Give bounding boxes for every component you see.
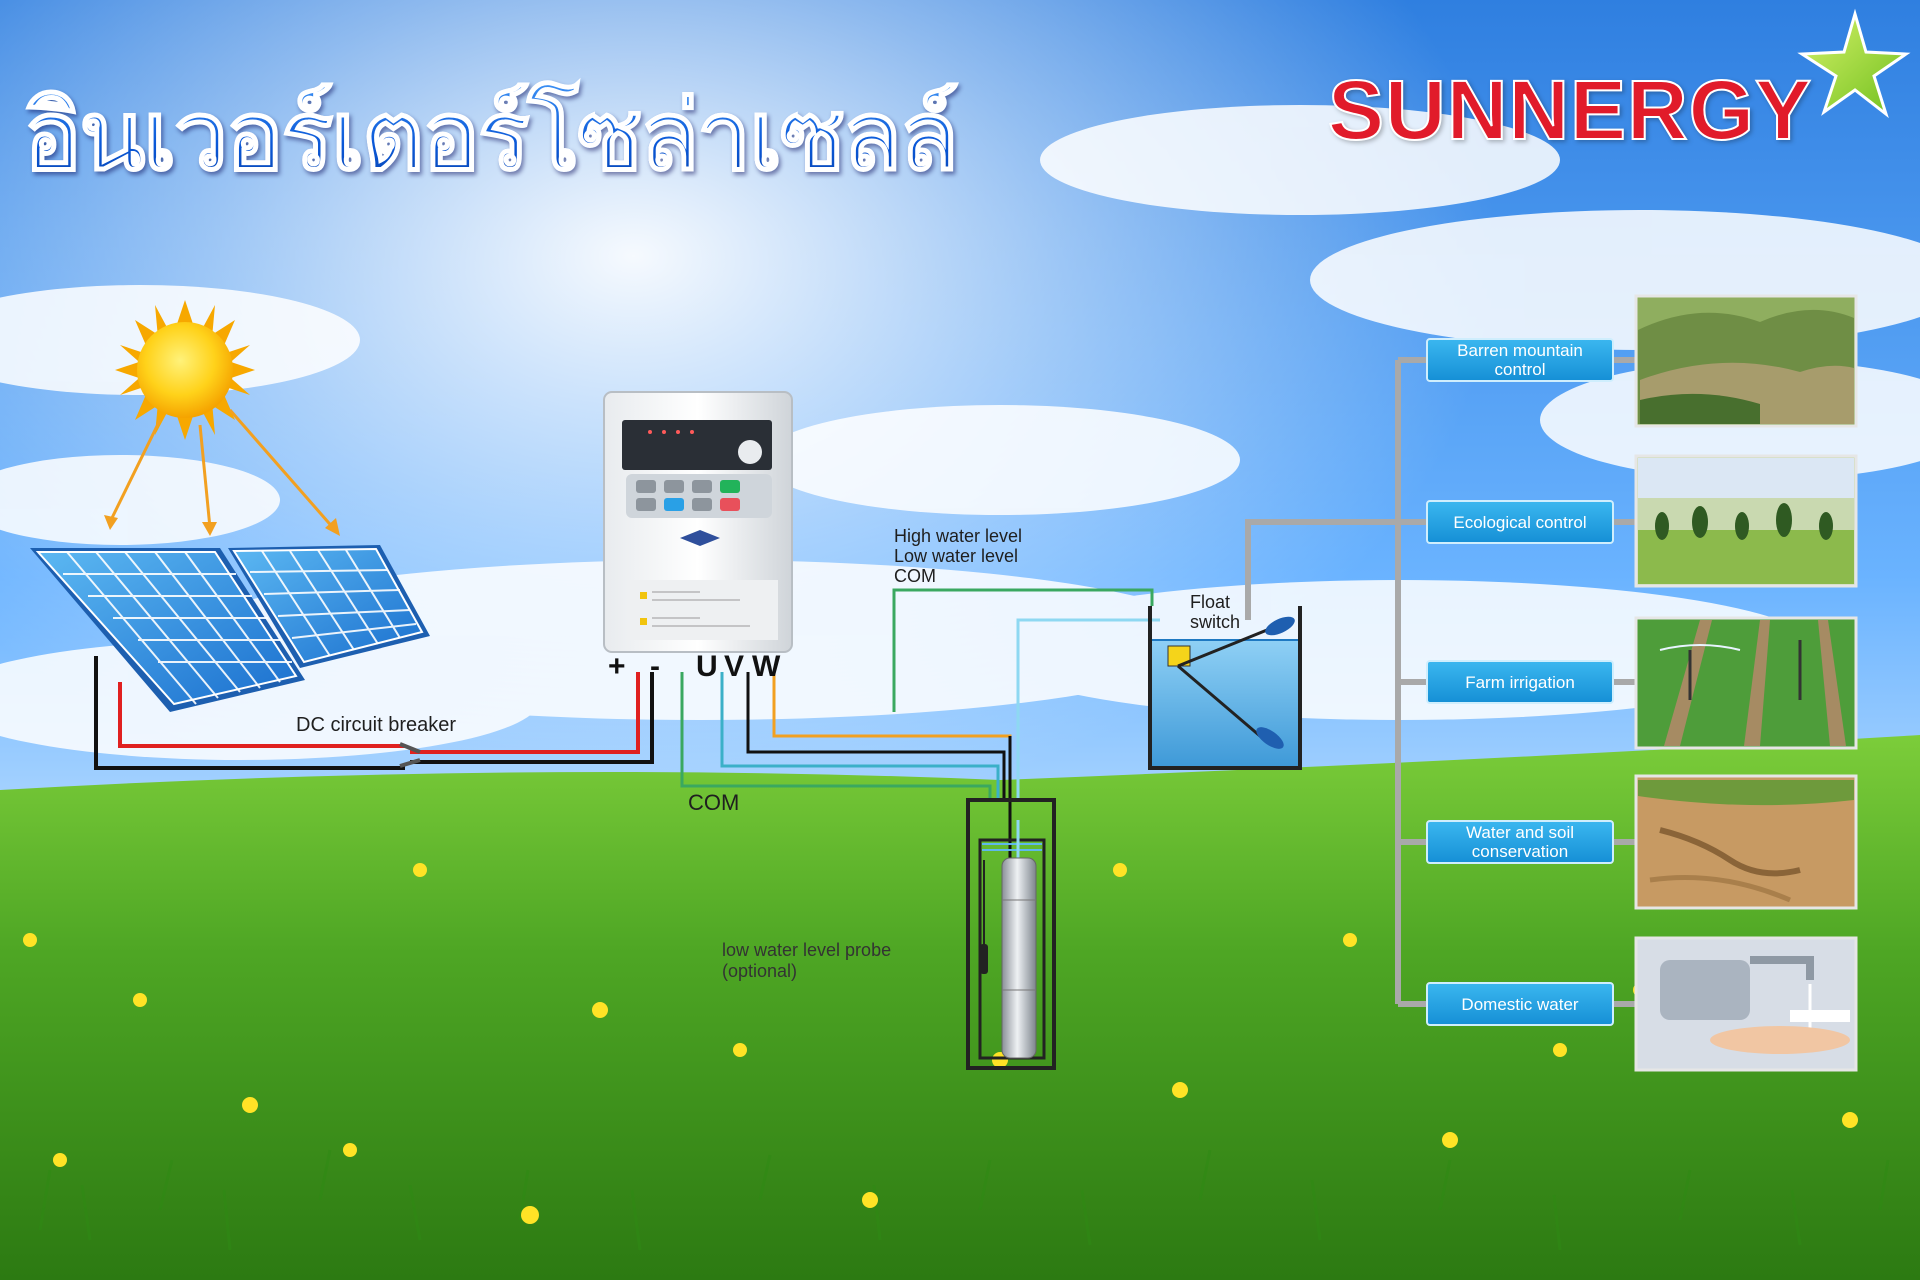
probe-label-line1: low water level probe xyxy=(722,940,892,960)
app-box-domestic-water: Domestic water xyxy=(1426,982,1614,1026)
brand-logo: SUNNERGY xyxy=(1327,62,1813,158)
sun-icon xyxy=(115,300,255,440)
float-switch-icon xyxy=(1167,616,1295,749)
probe-label: low water level probe (optional) xyxy=(722,940,891,982)
vfd-inverter-icon xyxy=(603,391,793,653)
float-switch-label: Float switch xyxy=(1190,592,1240,632)
level-wires xyxy=(892,588,1160,800)
dandelions xyxy=(23,863,1858,1224)
terminal-minus: - xyxy=(650,650,660,683)
terminal-v: V xyxy=(724,650,745,683)
dc-wires xyxy=(94,656,654,770)
barren-mountain-photo xyxy=(1634,294,1858,428)
farm-irrigation-photo xyxy=(1634,616,1858,750)
brand-star-icon xyxy=(1797,8,1911,119)
ecological-photo xyxy=(1634,454,1858,588)
probe-label-line2: (optional) xyxy=(722,961,798,981)
dc-breaker-label: DC circuit breaker xyxy=(296,714,457,736)
app-box-barren-mountain: Barren mountain control xyxy=(1426,338,1614,382)
com-bottom-label: COM xyxy=(688,790,740,815)
float-label-line1: Float xyxy=(1190,592,1231,612)
app-box-ecological: Ecological control xyxy=(1426,500,1614,544)
terminal-w: W xyxy=(752,650,781,683)
app-box-farm-irrigation: Farm irrigation xyxy=(1426,660,1614,704)
low-water-label: Low water level xyxy=(894,546,1019,566)
solar-panel-icon xyxy=(30,545,430,712)
page-title: อินเวอร์เตอร์โซล่าเซลล์ xyxy=(23,60,960,212)
soil-conservation-photo xyxy=(1634,774,1858,910)
sun-rays xyxy=(108,409,337,531)
terminal-u: U xyxy=(696,650,718,683)
submersible-pump-icon xyxy=(1001,857,1037,1059)
level-probe-icon xyxy=(980,860,988,974)
float-label-line2: switch xyxy=(1190,612,1241,632)
high-water-label: High water level xyxy=(894,526,1023,546)
distribution-pipe xyxy=(1245,357,1636,1007)
grass-texture xyxy=(38,1149,1890,1251)
terminal-plus: + xyxy=(608,650,626,683)
domestic-water-photo xyxy=(1634,936,1858,1072)
water-level-labels: High water level Low water level COM xyxy=(894,526,1022,586)
app-box-soil-conservation: Water and soil conservation xyxy=(1426,820,1614,864)
grass-field xyxy=(0,735,1920,1280)
com-top-label: COM xyxy=(894,566,936,586)
